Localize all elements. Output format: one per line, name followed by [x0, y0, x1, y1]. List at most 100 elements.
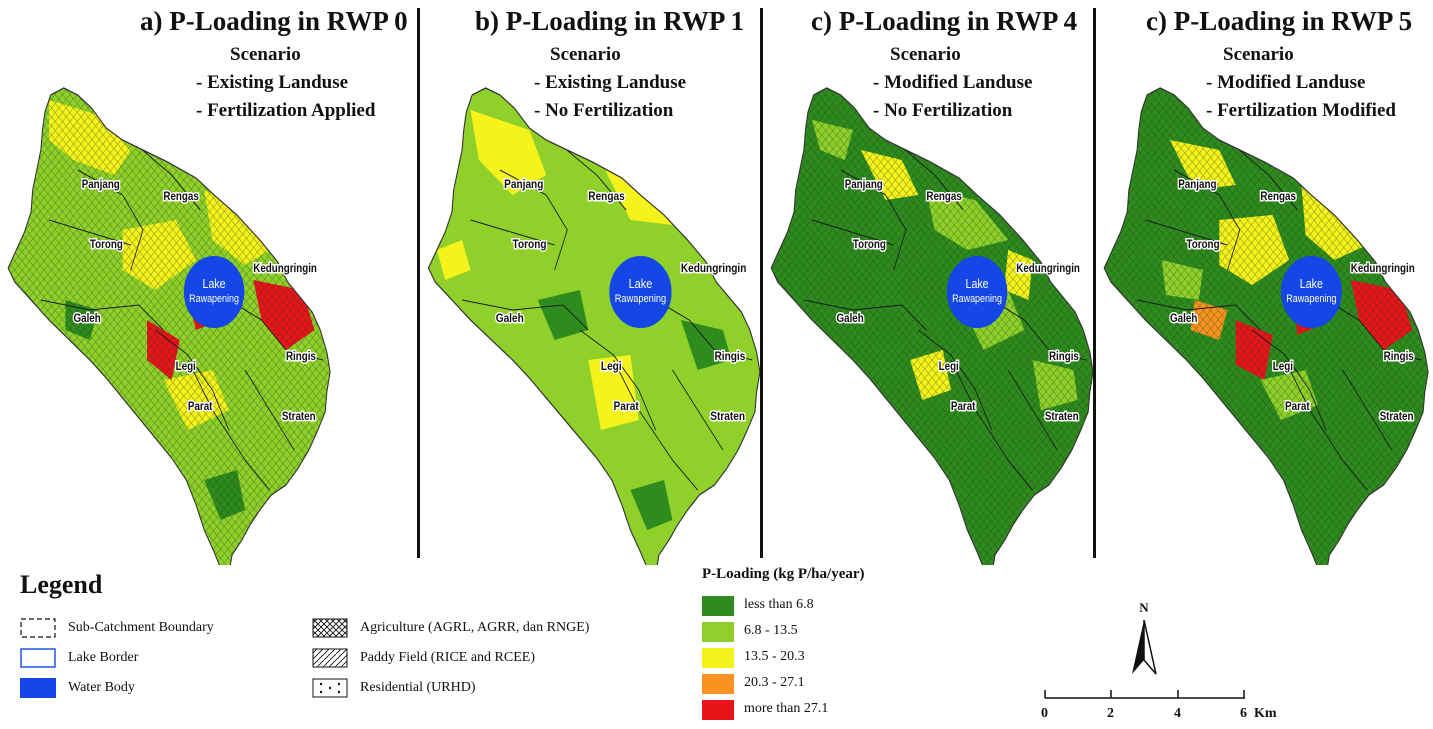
class-swatch	[702, 596, 734, 616]
subcatchment-label-galeh: Galeh	[1170, 312, 1198, 325]
catchment-outline	[1103, 87, 1429, 565]
sub-catchment-boundary	[803, 299, 927, 331]
lake-rawapening	[609, 256, 672, 328]
sub-catchment-boundary	[1145, 219, 1228, 246]
subcatchment-label-ringis: Ringis	[1049, 350, 1079, 363]
agriculture-label: Agriculture (AGRL, AGRR, dan RNGE)	[360, 620, 590, 635]
subcatchment-label-panjang: Panjang	[1178, 178, 1216, 191]
north-label: N	[1139, 600, 1149, 615]
sub-catchment-boundary	[462, 299, 589, 331]
subcatchment-label-legi: Legi	[939, 360, 959, 373]
agriculture-swatch	[312, 618, 348, 638]
ploading-zone	[537, 290, 589, 340]
scenario-line-1: - Existing Landuse	[196, 72, 349, 93]
subcatchment-label-legi: Legi	[601, 360, 622, 373]
lake-label-1: Lake	[203, 276, 226, 291]
sub-catchment-boundary	[893, 139, 964, 211]
sub-catchment-boundary	[655, 299, 753, 361]
subcatchment-label-kedungringin: Kedungringin	[681, 262, 747, 275]
class-label: more than 27.1	[744, 701, 829, 716]
sub-catchment-swatch	[20, 618, 56, 638]
map-rwp1: LakeRawapeningPanjangRengasTorongKedungr…	[427, 87, 761, 565]
subcatchment-label-ringis: Ringis	[286, 350, 316, 363]
lake-border-label: Lake Border	[68, 650, 139, 665]
sub-catchment-boundary	[187, 359, 270, 491]
scenario-line-2: - Fertilization Modified	[1206, 100, 1396, 121]
lake-label-2: Rawapening	[952, 293, 1002, 305]
panel-divider	[1093, 8, 1096, 558]
class-label: less than 6.8	[744, 597, 814, 612]
scenario-label: Scenario	[230, 44, 301, 65]
catchment-area	[428, 88, 760, 565]
sub-catchment-boundary	[244, 369, 295, 451]
class-swatch	[702, 674, 734, 694]
sub-catchment-boundary	[950, 359, 1033, 491]
catchment-outline	[770, 87, 1094, 565]
scenario-label: Scenario	[1223, 44, 1294, 65]
sub-catchment-boundary	[1227, 139, 1298, 211]
subcatchment-label-straten: Straten	[1380, 410, 1414, 423]
subcatchment-label-rengas: Rengas	[1260, 190, 1296, 203]
panel-title: b) P-Loading in RWP 1	[475, 6, 745, 36]
scenario-line-1: - Modified Landuse	[1206, 72, 1366, 93]
ploading-class: 6.8 - 13.5	[702, 622, 922, 644]
sub-catchment-boundary	[811, 219, 894, 246]
class-label: 13.5 - 20.3	[744, 649, 805, 664]
ploading-zone	[436, 240, 471, 280]
ploading-zone	[470, 110, 547, 195]
lake-rawapening	[183, 256, 245, 328]
subcatchment-label-torong: Torong	[853, 238, 886, 251]
panel-title: c) P-Loading in RWP 4	[811, 6, 1078, 36]
subcatchment-label-parat: Parat	[614, 400, 640, 413]
subcatchment-label-kedungringin: Kedungringin	[253, 262, 317, 275]
subcatchment-label-parat: Parat	[951, 400, 976, 413]
sub-catchment-boundary	[1251, 329, 1327, 431]
sub-catchment-boundary	[672, 369, 724, 451]
subcatchment-label-torong: Torong	[90, 238, 123, 251]
scale-tick-0: 0	[1041, 706, 1048, 721]
scale-tick-2: 2	[1107, 706, 1114, 721]
landuse-hatch	[8, 88, 331, 565]
sub-catchment-boundary	[554, 139, 627, 211]
lake-label-2: Rawapening	[189, 293, 239, 305]
ploading-class: 13.5 - 20.3	[702, 648, 922, 670]
ploading-class: 20.3 - 27.1	[702, 674, 922, 696]
sub-catchment-boundary	[613, 359, 698, 491]
scale-unit: Km	[1254, 706, 1277, 721]
sub-catchment-boundary	[1137, 299, 1261, 331]
landuse-hatch	[1104, 88, 1429, 565]
water-body-swatch	[20, 678, 56, 698]
sub-catchment-boundary	[155, 329, 230, 431]
panel-divider	[760, 8, 763, 558]
ploading-title: P-Loading (kg P/ha/year)	[702, 566, 865, 582]
lake-label-1: Lake	[629, 276, 653, 291]
legend-title: Legend	[20, 570, 103, 599]
class-label: 6.8 - 13.5	[744, 623, 798, 638]
sub-catchment-label: Sub-Catchment Boundary	[68, 620, 214, 635]
subcatchment-label-panjang: Panjang	[845, 178, 883, 191]
sub-catchment-boundary	[840, 169, 907, 271]
water-body-label: Water Body	[68, 680, 135, 695]
sub-catchment-boundary	[579, 329, 656, 431]
subcatchment-label-panjang: Panjang	[504, 178, 543, 191]
ploading-class: less than 6.8	[702, 596, 922, 618]
subcatchment-label-torong: Torong	[1186, 238, 1219, 251]
panel-divider	[417, 8, 420, 558]
subcatchment-label-legi: Legi	[1273, 360, 1293, 373]
sub-catchment-boundary	[130, 139, 201, 211]
subcatchment-label-straten: Straten	[1045, 410, 1079, 423]
sub-catchment-boundary	[1325, 299, 1421, 361]
map-rwp0: LakeRawapeningPanjangRengasTorongKedungr…	[7, 87, 331, 565]
paddy-label: Paddy Field (RICE and RCEE)	[360, 650, 535, 665]
scale-tick-4: 4	[1174, 706, 1181, 721]
sub-catchment-boundary	[1173, 169, 1241, 271]
ploading-zone	[680, 320, 732, 370]
class-label: 20.3 - 27.1	[744, 675, 805, 690]
ploading-zone	[605, 170, 673, 225]
class-swatch	[702, 622, 734, 642]
subcatchment-label-legi: Legi	[176, 360, 196, 373]
map-rwp5: LakeRawapeningPanjangRengasTorongKedungr…	[1103, 87, 1429, 565]
subcatchment-label-torong: Torong	[513, 238, 547, 251]
